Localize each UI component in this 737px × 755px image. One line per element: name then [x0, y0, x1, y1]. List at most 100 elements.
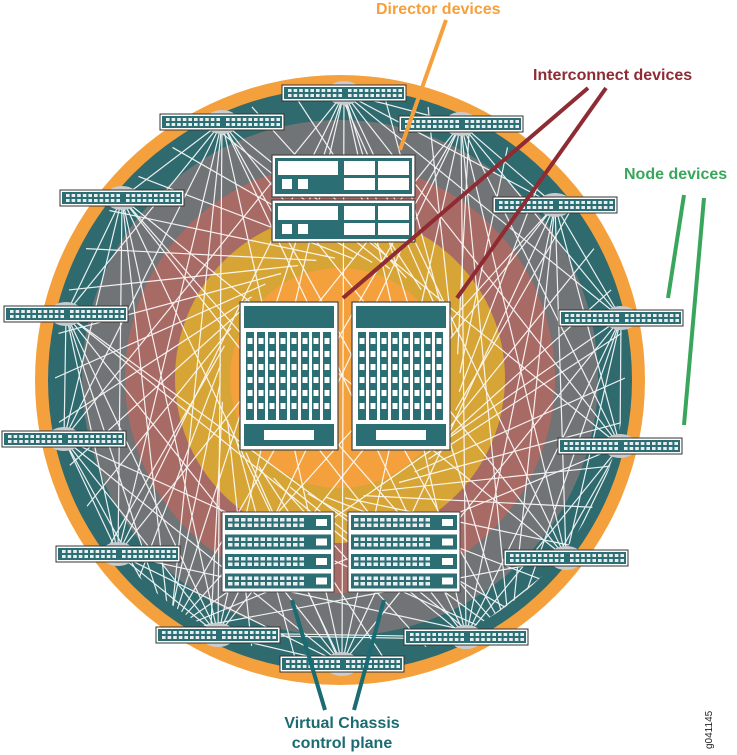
port — [166, 550, 171, 553]
stack-member — [225, 554, 331, 569]
port — [314, 665, 318, 668]
card-port — [436, 338, 442, 344]
card-port — [247, 351, 253, 357]
port — [273, 576, 278, 580]
port — [470, 120, 475, 123]
port — [267, 537, 272, 541]
line-card — [301, 332, 309, 420]
port — [172, 555, 176, 558]
port — [393, 543, 398, 547]
port — [419, 582, 424, 586]
port — [90, 435, 94, 438]
port — [486, 633, 491, 636]
port — [242, 118, 247, 121]
port — [657, 442, 662, 445]
port — [19, 440, 23, 443]
port — [250, 631, 254, 634]
port — [380, 582, 385, 586]
port — [60, 315, 64, 318]
card-port — [403, 377, 409, 383]
port — [254, 557, 259, 561]
node-switch — [279, 652, 405, 676]
port — [310, 94, 314, 97]
port — [267, 523, 272, 527]
port — [549, 201, 553, 204]
port — [231, 123, 236, 126]
port — [504, 125, 508, 128]
port — [238, 636, 243, 639]
port — [587, 314, 591, 317]
director-module — [344, 223, 375, 235]
port — [470, 633, 474, 636]
port — [398, 94, 402, 97]
port — [433, 125, 437, 128]
port — [234, 523, 239, 527]
port — [674, 447, 678, 450]
card-port — [392, 403, 398, 409]
port — [241, 523, 246, 527]
stacked-switches — [221, 511, 461, 593]
port — [154, 194, 158, 197]
mesh-link — [137, 364, 222, 580]
port — [170, 199, 175, 202]
port — [515, 201, 520, 204]
port — [438, 120, 443, 123]
port — [625, 314, 629, 317]
port — [116, 199, 120, 202]
port — [374, 665, 378, 668]
line-card — [402, 332, 410, 420]
port — [663, 442, 667, 445]
director-device — [271, 154, 416, 198]
uplink-port — [442, 519, 453, 526]
port — [161, 555, 165, 558]
mesh-link — [414, 377, 625, 473]
port — [609, 201, 613, 204]
port — [267, 557, 272, 561]
port — [304, 89, 309, 92]
port — [399, 543, 404, 547]
port — [73, 550, 77, 553]
port — [346, 660, 350, 663]
port — [233, 636, 237, 639]
port — [120, 315, 124, 318]
node-switch — [281, 81, 407, 105]
port — [406, 537, 411, 541]
port — [653, 314, 657, 317]
port — [138, 550, 143, 553]
port — [367, 523, 372, 527]
port — [393, 562, 398, 566]
port — [144, 555, 148, 558]
control-plane-label: Virtual Chassis control plane — [252, 714, 432, 754]
port — [248, 118, 252, 121]
port — [210, 123, 215, 126]
port — [652, 447, 656, 450]
card-port — [302, 338, 308, 344]
switch-face — [58, 548, 178, 560]
port — [543, 554, 548, 557]
port — [348, 94, 352, 97]
port — [293, 89, 298, 92]
line-card — [290, 332, 298, 420]
port — [101, 555, 105, 558]
port — [560, 559, 564, 562]
card-port — [313, 390, 319, 396]
port — [487, 125, 491, 128]
port — [38, 310, 42, 313]
port — [443, 633, 448, 636]
port — [106, 555, 111, 558]
port — [190, 636, 194, 639]
director-module — [344, 206, 375, 220]
port — [288, 89, 292, 92]
mesh-link — [108, 345, 225, 546]
port — [427, 120, 431, 123]
port — [364, 94, 369, 97]
port — [286, 665, 290, 668]
port — [244, 636, 248, 639]
port — [325, 665, 329, 668]
port — [364, 89, 369, 92]
port — [205, 123, 209, 126]
mesh-link — [554, 204, 622, 319]
port — [247, 543, 252, 547]
card-port — [280, 377, 286, 383]
port — [227, 631, 232, 634]
